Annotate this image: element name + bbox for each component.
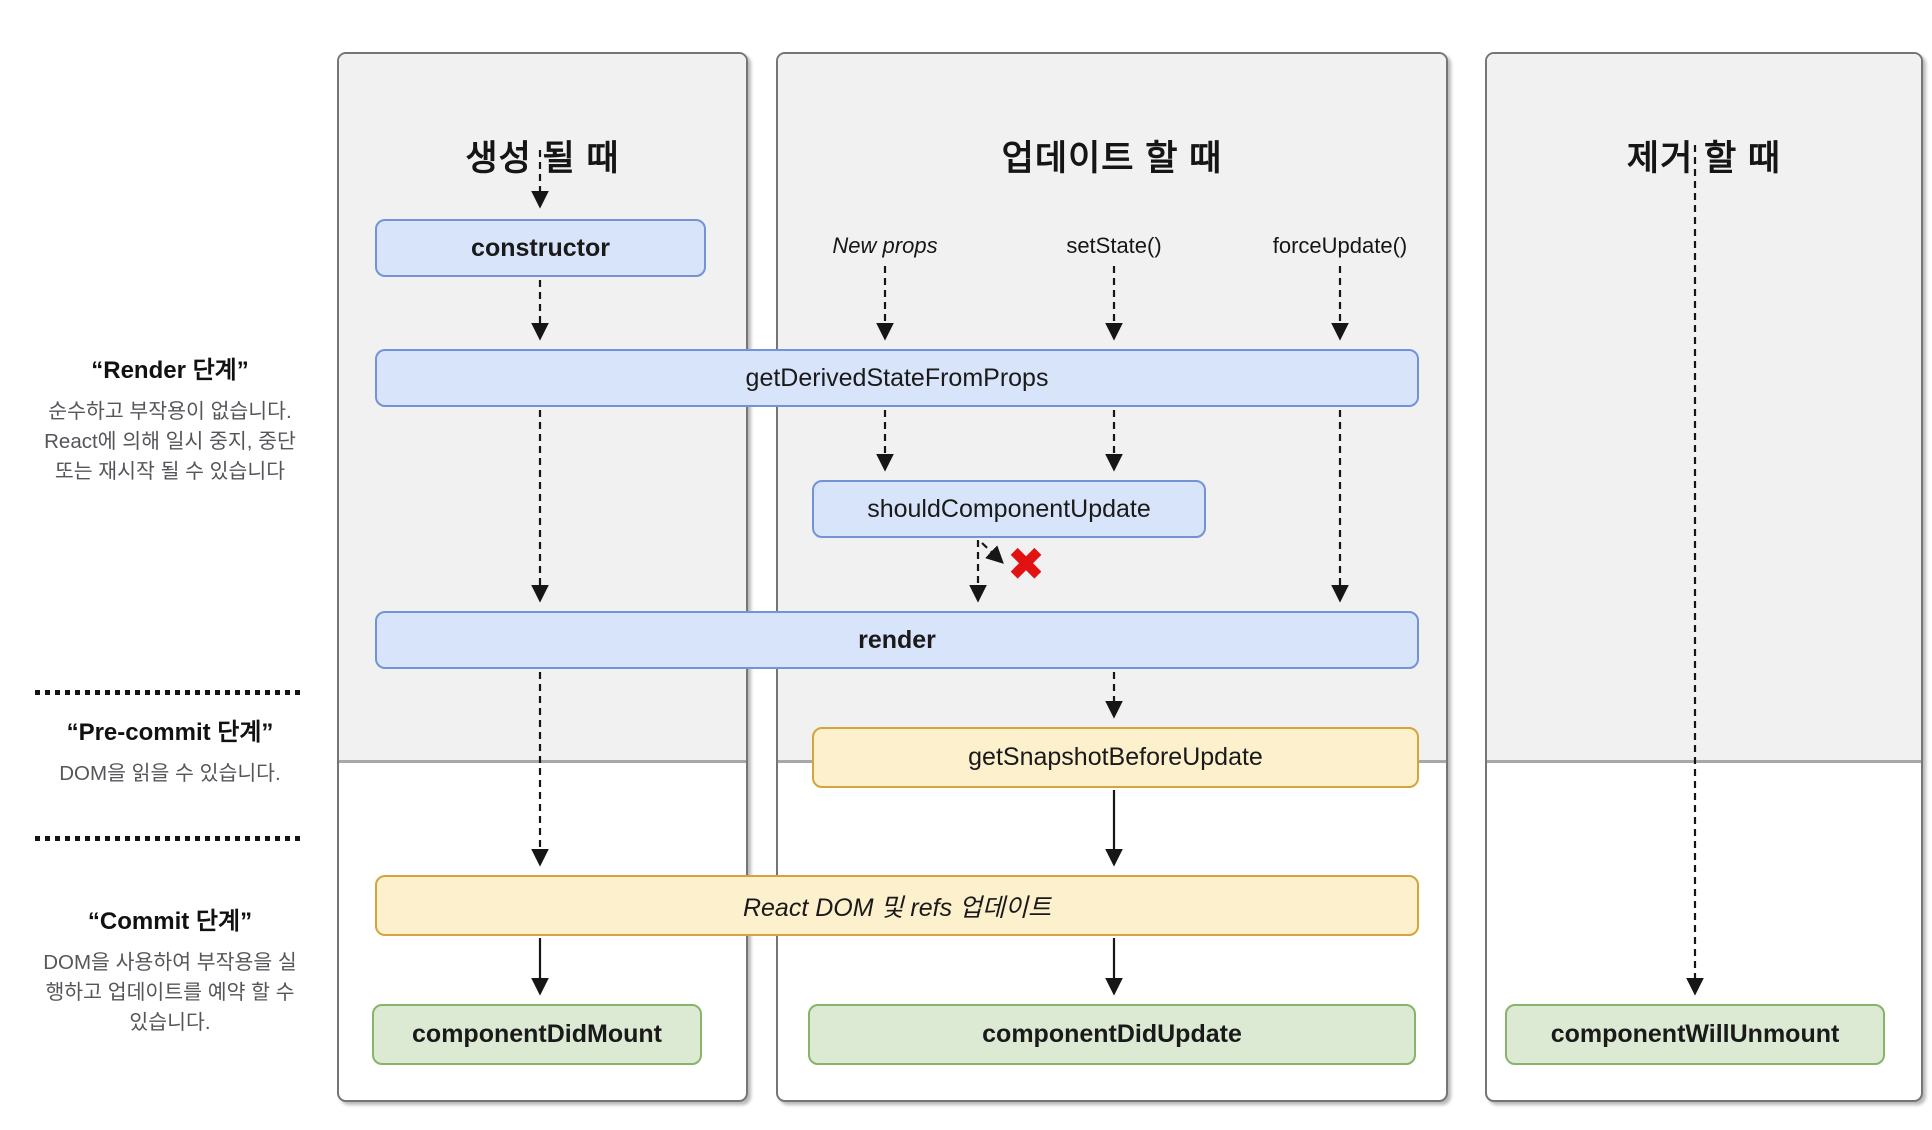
- phase-divider-dotted-bottom: [35, 836, 301, 841]
- node-render: render: [375, 611, 1419, 669]
- node-should-component-update: shouldComponentUpdate: [812, 480, 1206, 538]
- commit-phase-annotation: “Commit 단계” DOM을 사용하여 부작용을 실행하고 업데이트를 예약…: [28, 901, 312, 1038]
- unmounting-column: 제거 할 때: [1485, 52, 1923, 1102]
- trigger-new-props: New props: [832, 233, 938, 258]
- pre-commit-phase-annotation: “Pre-commit 단계” DOM을 읽을 수 있습니다.: [28, 712, 312, 789]
- commit-phase-description: DOM을 사용하여 부작용을 실행하고 업데이트를 예약 할 수 있습니다.: [43, 951, 297, 1034]
- commit-phase-title: “Commit 단계”: [87, 908, 253, 935]
- render-phase-title: “Render 단계”: [91, 357, 249, 384]
- updating-column-title: 업데이트 할 때: [1001, 139, 1223, 178]
- node-component-did-mount: componentDidMount: [372, 1004, 702, 1065]
- trigger-force-update: forceUpdate(): [1272, 233, 1408, 258]
- node-constructor: constructor: [375, 219, 706, 277]
- render-phase-description: 순수하고 부작용이 없습니다. React에 의해 일시 중지, 중단 또는 재…: [44, 400, 296, 483]
- node-component-will-unmount: componentWillUnmount: [1505, 1004, 1885, 1065]
- pre-commit-phase-description: DOM을 읽을 수 있습니다.: [59, 762, 281, 785]
- node-react-dom-refs-update: React DOM 및 refs 업데이트: [375, 875, 1419, 936]
- unmounting-column-title: 제거 할 때: [1626, 139, 1782, 178]
- unmounting-render-phase-background: [1487, 54, 1921, 763]
- cancel-x-icon: ✖: [1006, 538, 1046, 590]
- trigger-set-state: setState(): [1066, 233, 1162, 258]
- mounting-column-title: 생성 될 때: [465, 139, 620, 178]
- render-phase-annotation: “Render 단계” 순수하고 부작용이 없습니다. React에 의해 일시…: [28, 350, 312, 487]
- node-get-derived-state-from-props: getDerivedStateFromProps: [375, 349, 1419, 407]
- pre-commit-phase-title: “Pre-commit 단계”: [66, 719, 274, 746]
- mounting-column: 생성 될 때: [337, 52, 748, 1102]
- phase-divider-dotted-top: [35, 690, 301, 695]
- updating-column: 업데이트 할 때: [776, 52, 1448, 1102]
- node-get-snapshot-before-update: getSnapshotBeforeUpdate: [812, 727, 1419, 788]
- node-component-did-update: componentDidUpdate: [808, 1004, 1416, 1065]
